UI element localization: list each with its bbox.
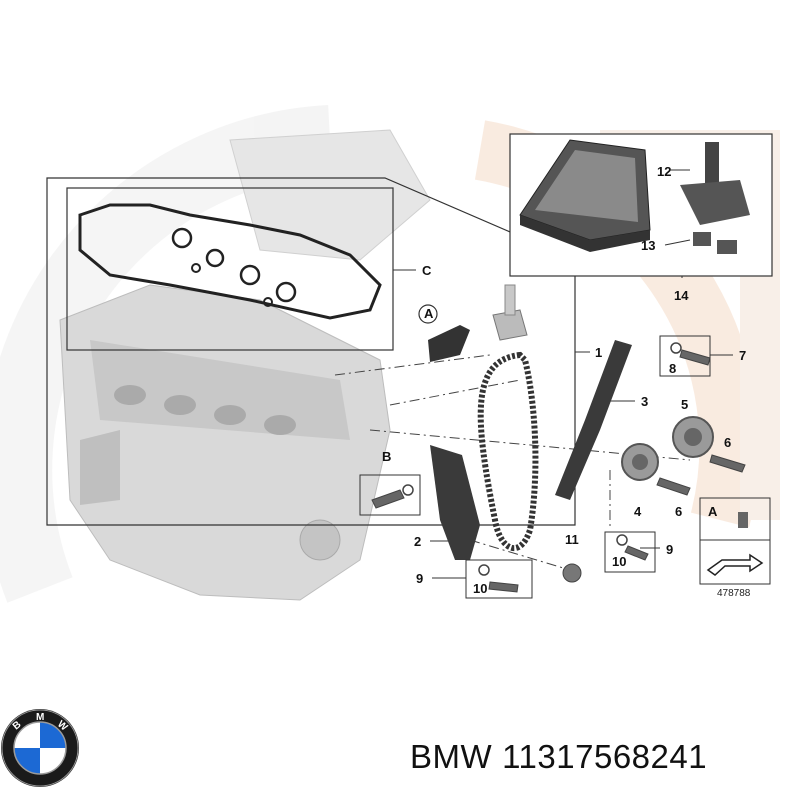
label-B: B xyxy=(382,449,391,464)
label-13: 13 xyxy=(641,238,655,253)
label-5: 5 xyxy=(681,397,688,412)
label-14: 14 xyxy=(674,288,689,303)
bmw-logo-icon: B M W xyxy=(1,709,79,787)
label-11: 11 xyxy=(565,532,579,547)
label-A-box: A xyxy=(708,504,718,519)
label-2: 2 xyxy=(414,534,421,549)
valve-cover-gasket xyxy=(78,203,382,320)
part-number: 11317568241 xyxy=(502,738,708,775)
label-3: 3 xyxy=(641,394,648,409)
reference-number: 478788 xyxy=(717,588,751,599)
label-8: 8 xyxy=(669,361,676,376)
guide-rail xyxy=(555,340,632,500)
label-9a: 9 xyxy=(416,571,423,586)
label-10b: 10 xyxy=(612,554,626,569)
label-C: C xyxy=(422,263,432,278)
label-A-circle: A xyxy=(424,306,434,321)
svg-text:M: M xyxy=(36,712,44,723)
label-12: 12 xyxy=(657,164,671,179)
label-4: 4 xyxy=(634,504,642,519)
label-10a: 10 xyxy=(473,581,487,596)
label-6a: 6 xyxy=(724,435,731,450)
brand-name: BMW xyxy=(410,738,493,775)
tensioner-rail xyxy=(430,445,480,560)
label-9b: 9 xyxy=(666,542,673,557)
label-1: 1 xyxy=(595,345,602,360)
timing-chain xyxy=(477,351,539,552)
label-7: 7 xyxy=(739,348,746,363)
engine-block xyxy=(59,129,431,601)
label-6b: 6 xyxy=(675,504,682,519)
